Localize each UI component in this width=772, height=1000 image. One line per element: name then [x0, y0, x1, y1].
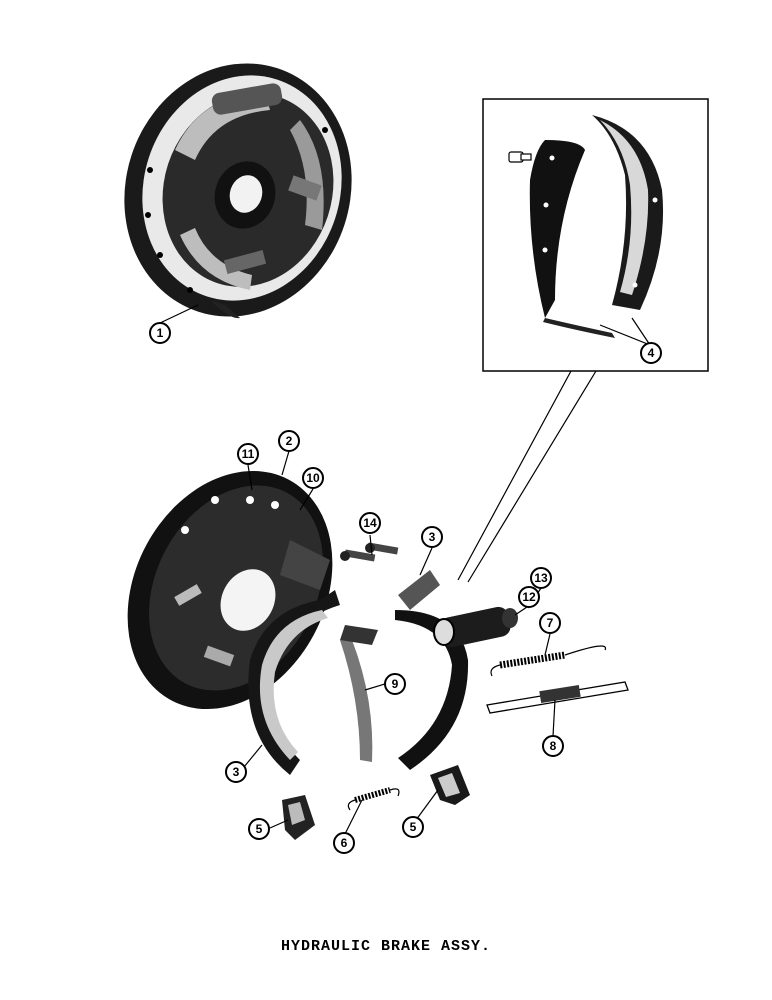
svg-text:4: 4	[648, 346, 655, 360]
svg-text:1: 1	[157, 326, 164, 340]
hold-down-clip-right	[430, 765, 470, 805]
adjuster	[486, 681, 629, 714]
wheel-cylinder	[433, 606, 518, 648]
svg-text:13: 13	[534, 571, 548, 585]
backing-plate	[127, 470, 333, 710]
svg-text:3: 3	[233, 765, 240, 779]
callout-9: 9	[384, 673, 406, 695]
lining-inset	[482, 98, 709, 372]
svg-text:8: 8	[550, 739, 557, 753]
callout-12: 12	[518, 586, 540, 608]
svg-text:14: 14	[363, 516, 377, 530]
callout-3-lower: 3	[225, 761, 247, 783]
spring-small	[347, 787, 400, 811]
brake-shoe-secondary	[340, 570, 469, 770]
callout-2: 2	[278, 430, 300, 452]
svg-text:2: 2	[286, 434, 293, 448]
svg-text:11: 11	[242, 447, 255, 461]
brake-assembly-complete	[124, 63, 352, 319]
svg-text:6: 6	[341, 836, 348, 850]
callout-5-left: 5	[248, 818, 270, 840]
svg-text:5: 5	[256, 822, 263, 836]
callout-4: 4	[640, 342, 662, 364]
callout-11: 11	[237, 443, 259, 465]
svg-text:3: 3	[429, 530, 436, 544]
svg-text:5: 5	[410, 820, 417, 834]
callout-5-right: 5	[402, 816, 424, 838]
inset-pointer	[457, 370, 597, 583]
svg-text:10: 10	[306, 471, 320, 485]
diagram-caption: HYDRAULIC BRAKE ASSY.	[280, 938, 492, 955]
callout-6: 6	[333, 832, 355, 854]
callout-1: 1	[149, 322, 171, 344]
callout-14: 14	[359, 512, 381, 534]
svg-text:9: 9	[392, 677, 399, 691]
callout-7: 7	[539, 612, 561, 634]
bolts	[340, 542, 399, 562]
callout-10: 10	[302, 467, 324, 489]
hold-down-clip-left	[282, 795, 315, 840]
callout-13: 13	[530, 567, 552, 589]
callout-8: 8	[542, 735, 564, 757]
rivet	[508, 151, 532, 163]
return-spring	[490, 645, 607, 677]
brake-shoe-primary	[248, 590, 340, 775]
svg-text:7: 7	[547, 616, 554, 630]
callout-3-upper: 3	[421, 526, 443, 548]
svg-text:12: 12	[522, 590, 536, 604]
